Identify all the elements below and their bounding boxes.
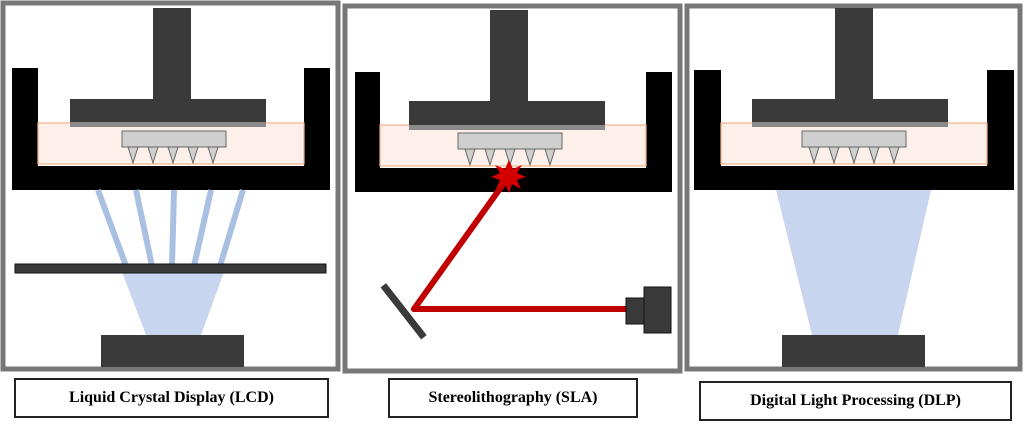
caption-sla: Stereolithography (SLA) <box>388 378 638 418</box>
light-source-icon <box>782 335 925 367</box>
laser-nozzle <box>625 297 647 325</box>
platform-plate <box>70 122 266 127</box>
build-platform-icon <box>752 99 948 122</box>
printed-part-base <box>801 130 907 148</box>
light-cone <box>122 272 224 335</box>
resin-vat-icon <box>355 72 672 192</box>
resin-vat-icon <box>12 68 330 190</box>
light-rays <box>95 188 246 268</box>
panel-sla <box>342 3 683 374</box>
laser-beam <box>411 173 631 312</box>
light-source-icon <box>101 335 244 367</box>
caption-lcd: Liquid Crystal Display (LCD) <box>14 378 329 418</box>
caption-dlp: Digital Light Processing (DLP) <box>699 381 1012 421</box>
platform-plate <box>752 122 948 127</box>
projection-light <box>776 190 931 335</box>
printed-part-base <box>457 132 563 150</box>
build-platform-rod <box>835 8 873 101</box>
build-platform-icon <box>409 101 605 125</box>
platform-plate <box>409 125 605 130</box>
build-platform-icon <box>70 99 266 122</box>
panel-lcd <box>0 0 341 372</box>
resin-vat-icon <box>694 70 1014 190</box>
printed-microneedles <box>464 148 556 167</box>
build-platform-rod <box>490 10 528 103</box>
mirror-icon <box>380 283 427 340</box>
panel-dlp <box>684 3 1023 372</box>
printed-microneedles <box>127 146 219 165</box>
printed-part-base <box>121 130 227 148</box>
lcd-screen <box>14 263 327 274</box>
printed-microneedles <box>808 146 900 165</box>
build-platform-rod <box>153 8 191 101</box>
laser-spot-burst <box>491 160 526 193</box>
laser-icon <box>643 286 672 334</box>
